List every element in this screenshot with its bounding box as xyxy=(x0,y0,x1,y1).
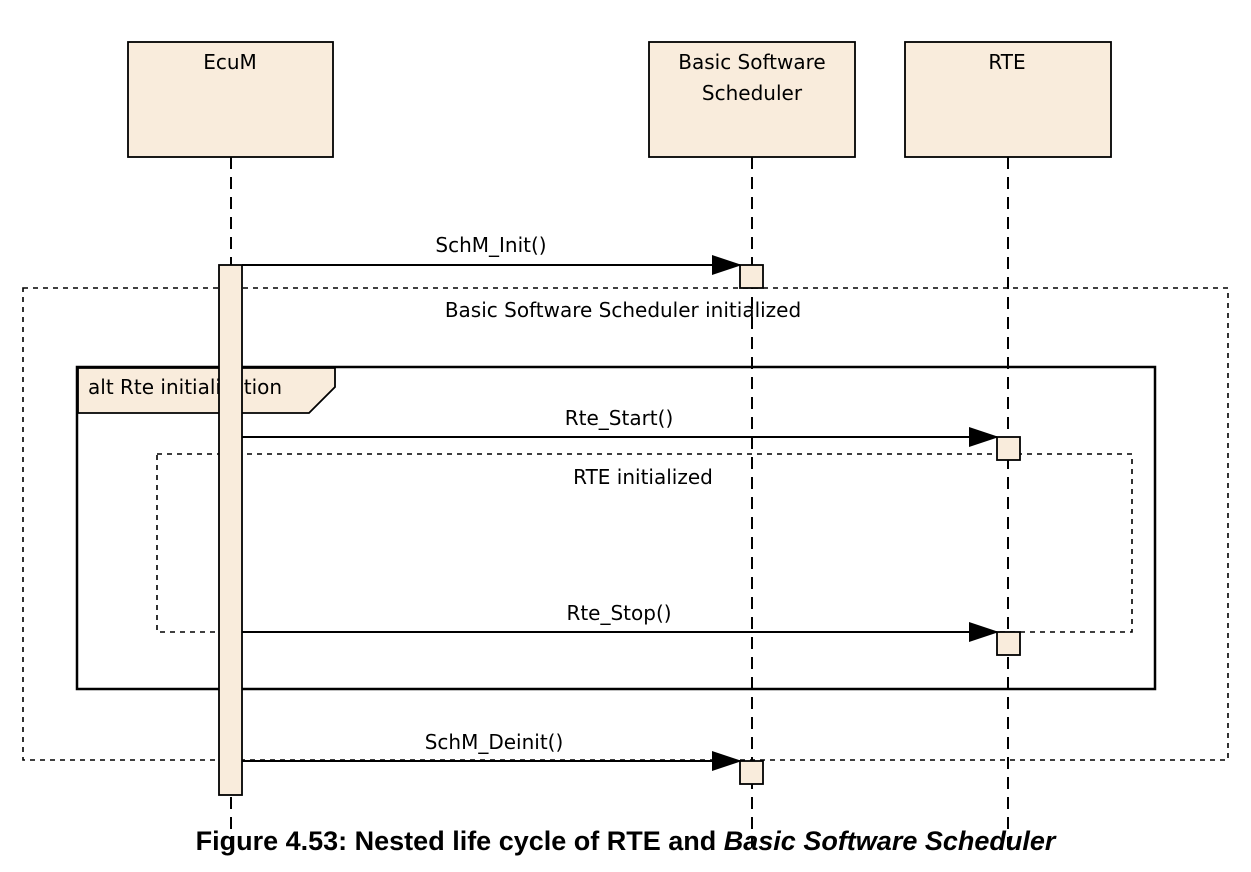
lifeline-label-schm-line1: Basic Software xyxy=(678,50,825,74)
caption-italic-text: Basic Software Scheduler xyxy=(723,826,1056,856)
rte-stop-activation xyxy=(996,631,1021,656)
message-label-schm-deinit: SchM_Deinit() xyxy=(425,730,564,754)
schm-initialized-region xyxy=(22,287,1229,761)
lifeline-box-basic-software-scheduler: Basic Software Scheduler xyxy=(648,41,856,158)
schm-deinit-activation xyxy=(739,760,764,785)
schm-initialized-label: Basic Software Scheduler initialized xyxy=(445,298,801,322)
schm-init-activation xyxy=(739,264,764,289)
ecum-activation-bar xyxy=(218,264,243,796)
alt-fragment-label: alt Rte initialization xyxy=(88,375,282,399)
alt-fragment-tab xyxy=(77,367,336,414)
lifeline-box-ecum: EcuM xyxy=(127,41,334,158)
lifeline-label-ecum: EcuM xyxy=(203,50,257,74)
lifeline-label-schm-line2: Scheduler xyxy=(702,81,803,105)
message-label-rte-start: Rte_Start() xyxy=(565,406,674,430)
alt-fragment-frame xyxy=(75,365,1157,691)
message-label-rte-stop: Rte_Stop() xyxy=(566,601,671,625)
rte-start-activation xyxy=(996,436,1021,461)
message-label-schm-init: SchM_Init() xyxy=(435,233,546,257)
caption-text: Figure 4.53: Nested life cycle of RTE an… xyxy=(195,826,724,856)
lifeline-box-rte: RTE xyxy=(904,41,1112,158)
lifeline-label-rte: RTE xyxy=(988,50,1025,74)
figure-caption: Figure 4.53: Nested life cycle of RTE an… xyxy=(0,826,1251,857)
rte-initialized-label: RTE initialized xyxy=(573,465,713,489)
